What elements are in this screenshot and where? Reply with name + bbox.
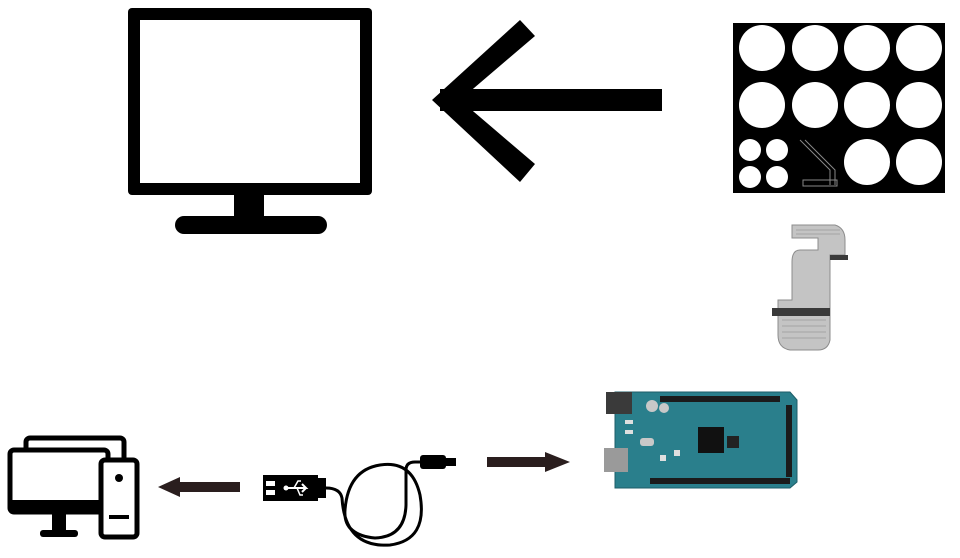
arrow-left-icon bbox=[158, 477, 240, 497]
circular-sensor-pad-board-icon bbox=[733, 23, 945, 193]
monitor-icon bbox=[128, 8, 372, 234]
usb-cable-icon bbox=[263, 455, 456, 547]
arrow-left-icon bbox=[432, 20, 662, 182]
ribbon-cable-icon bbox=[772, 224, 848, 351]
arrow-right-icon bbox=[487, 452, 570, 472]
arduino-mega-board-icon bbox=[604, 391, 798, 489]
desktop-computer-icon bbox=[7, 435, 140, 540]
